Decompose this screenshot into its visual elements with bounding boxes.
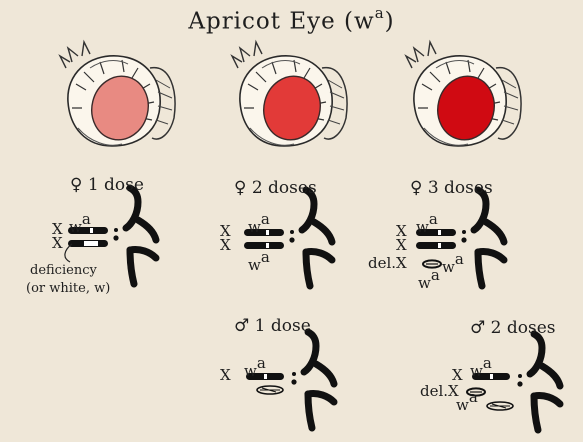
x-label-1b: X [52, 234, 63, 252]
deficiency-note-line2: (or white, w) [26, 280, 110, 297]
dose-label-male-2: ♂ 2 doses [470, 318, 556, 338]
allele-label-2b: wa [248, 250, 270, 274]
allele-label-3a: wa [416, 212, 438, 236]
dose-label-female-2: ♀ 2 doses [234, 178, 317, 198]
allele-label-3c: wa [418, 268, 440, 292]
allele-label-4: wa [244, 356, 266, 380]
dose-label-female-3: ♀ 3 doses [410, 178, 493, 198]
allele-label-5b: wa [456, 390, 478, 414]
allele-label-3b: wa [442, 252, 464, 276]
delx-label-3: del.X [368, 254, 407, 272]
allele-label-2a: wa [248, 212, 270, 236]
x-label-4: X [220, 366, 231, 384]
delx-label-5: del.X [420, 382, 459, 400]
dose-label-male-1: ♂ 1 dose [234, 316, 311, 336]
fly-head-2 [232, 42, 347, 146]
allele-label-1: wa [69, 212, 91, 236]
chromosome-set-4 [246, 332, 334, 428]
allele-label-5a: wa [470, 356, 492, 380]
fly-head-1 [60, 42, 175, 146]
dose-label-female-1: ♀ 1 dose [70, 175, 144, 195]
x-label-3b: X [396, 236, 407, 254]
deficiency-note-line1: deficiency [30, 262, 97, 279]
chromosome-set-5 [467, 334, 560, 430]
x-label-2b: X [220, 236, 231, 254]
fly-head-3 [406, 42, 521, 146]
